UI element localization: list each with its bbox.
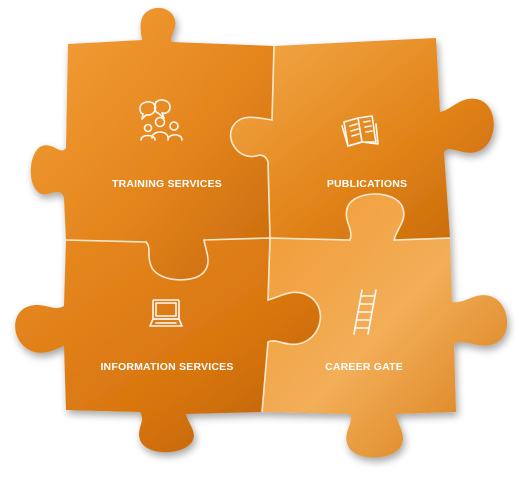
puzzle-piece-information-services[interactable] [15,238,321,453]
piece-label-information-services: INFORMATION SERVICES [100,361,233,373]
people-chat-icon [139,99,183,141]
puzzle-seams [65,45,451,413]
ladder-icon [353,289,377,335]
open-book-icon [341,115,379,147]
puzzle-piece-career-gate[interactable] [262,194,508,458]
piece-label-publications: PUBLICATIONS [327,178,407,190]
piece-label-career-gate: CAREER GATE [325,361,403,373]
laptop-icon [149,299,183,327]
piece-label-training-services: TRAINING SERVICES [112,178,222,190]
puzzle-piece-training-services[interactable] [30,7,275,280]
